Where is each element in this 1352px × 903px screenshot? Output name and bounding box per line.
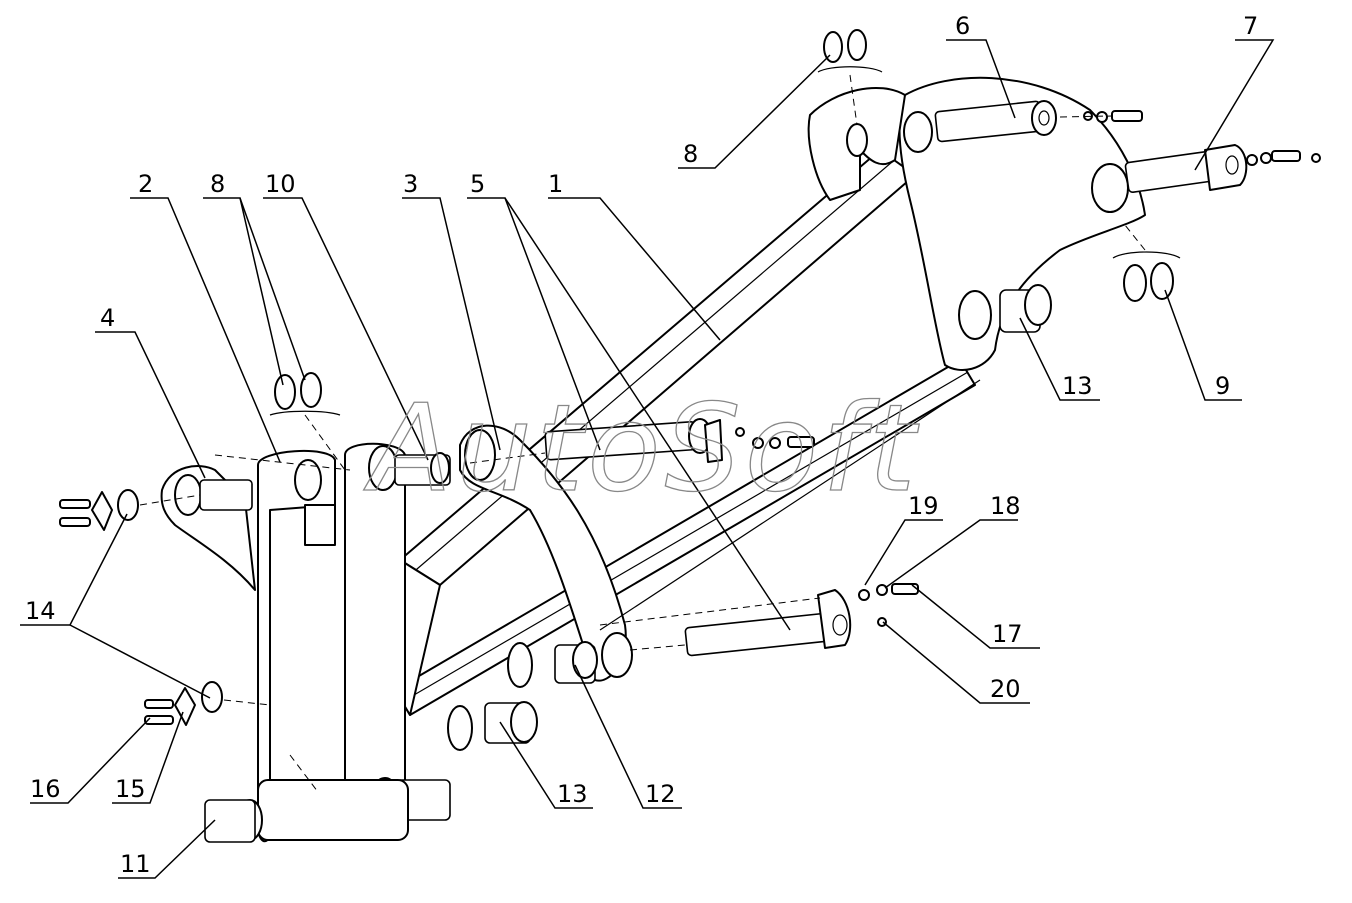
callout-4: 4 (100, 304, 115, 332)
pin-5-lower (599, 583, 919, 657)
callout-19: 19 (908, 492, 939, 520)
callout-5: 5 (470, 170, 485, 198)
callout-labels: 1 2 3 4 5 6 7 8 8 9 10 11 12 13 13 14 15… (25, 12, 1258, 878)
callout-11: 11 (120, 850, 151, 878)
watermark: AutoSoft (363, 380, 920, 519)
plate-assembly-upper (59, 489, 201, 531)
pin-7 (1124, 144, 1321, 193)
callout-8-top: 8 (683, 140, 698, 168)
callout-6: 6 (955, 12, 970, 40)
callout-8-left: 8 (210, 170, 225, 198)
callout-1: 1 (548, 170, 563, 198)
sleeve-13-middle (447, 642, 538, 751)
callout-2: 2 (138, 170, 153, 198)
callout-9: 9 (1215, 372, 1230, 400)
bracket-4 (160, 465, 256, 591)
sleeve-13-right (999, 284, 1052, 333)
bushing-pair-left (269, 372, 346, 471)
callout-15: 15 (115, 775, 146, 803)
callout-7: 7 (1243, 12, 1258, 40)
callout-12: 12 (645, 780, 676, 808)
plate-assembly-lower (144, 681, 271, 726)
rear-bracket-plate (807, 76, 1146, 371)
link-2 (204, 450, 409, 843)
callout-3: 3 (403, 170, 418, 198)
callout-10: 10 (265, 170, 296, 198)
bushing-pair-top (817, 29, 883, 126)
leader-lines (20, 39, 1275, 879)
bushing-pair-right (1112, 224, 1181, 302)
arm-3 (459, 424, 633, 682)
callout-16: 16 (30, 775, 61, 803)
callout-20: 20 (990, 675, 1021, 703)
callout-13-middle: 13 (557, 780, 588, 808)
pin-6 (934, 100, 1143, 143)
callout-13-right: 13 (1062, 372, 1093, 400)
sleeve-12 (554, 641, 598, 684)
callout-18: 18 (990, 492, 1021, 520)
callout-17: 17 (992, 620, 1023, 648)
callout-14: 14 (25, 597, 56, 625)
